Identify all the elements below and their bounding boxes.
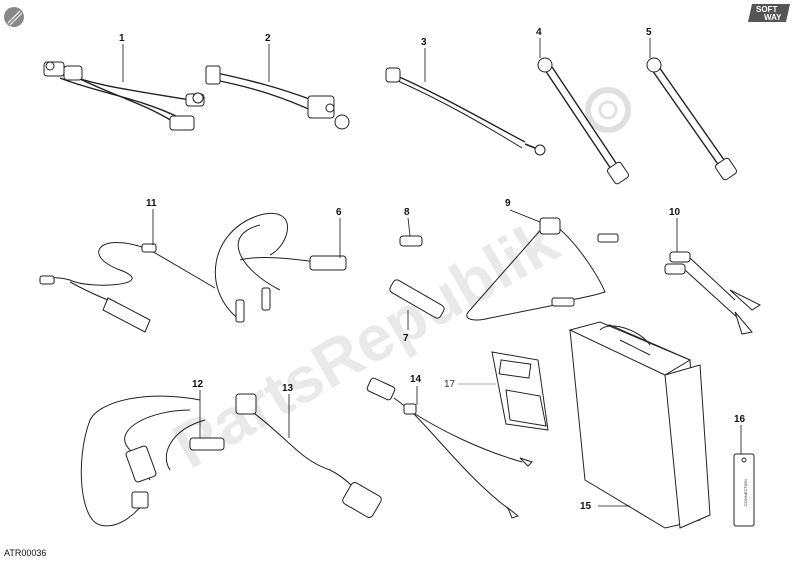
callout-2: 2 xyxy=(265,33,271,44)
part-4-straight-hose xyxy=(537,57,630,185)
leader-lines xyxy=(122,38,742,507)
callout-12: 12 xyxy=(192,379,204,390)
part-9-loop-cable xyxy=(466,217,619,321)
part-12-connector-harness xyxy=(80,395,225,527)
callout-7: 7 xyxy=(403,333,409,344)
callout-5: 5 xyxy=(646,27,652,38)
callout-4: 4 xyxy=(536,27,542,38)
callout-15: 15 xyxy=(580,501,592,512)
corner-circle-mark xyxy=(4,7,24,27)
brand-logo-line1: SOFT xyxy=(756,5,777,14)
part-8-small-connector xyxy=(399,235,423,247)
diagram-code: ATR00036 xyxy=(4,548,46,558)
callout-17: 17 xyxy=(444,379,456,390)
watermark-gear-icon xyxy=(585,87,631,133)
part-3-single-hose xyxy=(385,67,546,156)
brand-logo: SOFT WAY xyxy=(748,4,790,22)
callout-16: 16 xyxy=(734,414,746,425)
callout-1: 1 xyxy=(119,33,125,44)
part-2-hose-assembly xyxy=(205,65,350,130)
tag-label: CONNECTION xyxy=(743,479,748,506)
callout-3: 3 xyxy=(421,37,427,48)
callout-10: 10 xyxy=(669,207,681,218)
callout-labels: 1 2 3 4 5 6 7 8 9 10 11 12 13 14 15 16 1… xyxy=(119,27,746,512)
brand-logo-line2: WAY xyxy=(764,13,782,22)
part-13-round-connector-cable xyxy=(235,393,382,518)
callout-14: 14 xyxy=(410,374,422,385)
callout-8: 8 xyxy=(404,207,410,218)
part-17-handheld-tester xyxy=(491,351,549,431)
callout-11: 11 xyxy=(146,198,157,209)
part-5-straight-hose xyxy=(646,57,738,181)
part-7-pen-probe xyxy=(389,279,445,319)
part-10-alligator-clips xyxy=(664,251,762,335)
callout-6: 6 xyxy=(336,207,342,218)
part-16-tag: CONNECTION xyxy=(733,453,755,527)
part-6-multi-wire-lead xyxy=(214,212,347,323)
part-15-carrying-case xyxy=(568,321,711,529)
callout-13: 13 xyxy=(282,383,294,394)
part-14-y-lead xyxy=(366,377,533,519)
callout-9: 9 xyxy=(505,198,511,209)
part-1-hose-harness xyxy=(43,61,205,131)
part-11-probe-lead xyxy=(39,242,216,333)
